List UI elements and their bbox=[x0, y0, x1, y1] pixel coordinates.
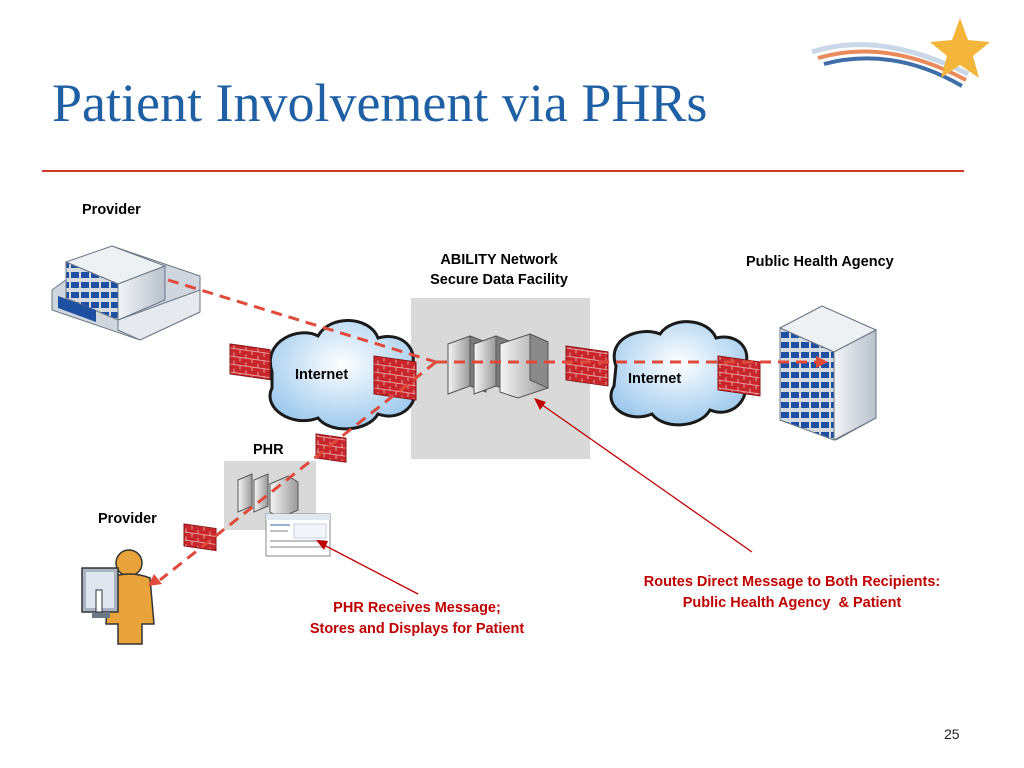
star-icon bbox=[930, 18, 990, 78]
phr-callout: PHR Receives Message; Stores and Display… bbox=[282, 598, 552, 640]
internet-label-left: Internet bbox=[295, 367, 349, 383]
phr-label: PHR bbox=[253, 442, 284, 458]
firewall-icon bbox=[229, 343, 271, 381]
message-route-path bbox=[159, 278, 816, 582]
public-health-agency-label: Public Health Agency bbox=[746, 254, 894, 270]
internet-label-right: Internet bbox=[628, 371, 682, 387]
firewall-icon bbox=[183, 523, 217, 552]
routes-callout-line2: Public Health Agency & Patient bbox=[682, 595, 902, 611]
ability-servers-icon bbox=[447, 333, 549, 399]
slide-title: Patient Involvement via PHRs bbox=[52, 73, 708, 133]
arrowhead-icon bbox=[148, 574, 162, 586]
phr-callout-line1: PHR Receives Message; bbox=[333, 600, 501, 616]
phr-display-screen-icon bbox=[265, 513, 331, 557]
callout-pointer-lines bbox=[321, 401, 753, 595]
logo-swoosh-icon bbox=[811, 18, 990, 88]
page-number: 25 bbox=[944, 726, 960, 742]
firewall-icon bbox=[717, 355, 761, 397]
pointer-arrow-icon bbox=[534, 398, 546, 410]
provider-person-at-computer-icon bbox=[81, 549, 155, 645]
phr-callout-line2: Stores and Displays for Patient bbox=[309, 621, 525, 637]
provider-label-top: Provider bbox=[82, 202, 141, 218]
title-divider bbox=[42, 170, 964, 172]
routes-callout-line1: Routes Direct Message to Both Recipients… bbox=[643, 574, 941, 590]
routes-callout: Routes Direct Message to Both Recipients… bbox=[612, 572, 972, 614]
arrowhead-icon bbox=[816, 356, 828, 368]
pointer-arrow-icon bbox=[316, 540, 328, 550]
ability-label-line2: Secure Data Facility bbox=[430, 272, 568, 288]
ability-facility-label: ABILITY Network Secure Data Facility bbox=[399, 250, 599, 290]
provider-building-icon bbox=[51, 245, 201, 341]
firewall-icon bbox=[315, 433, 347, 463]
ability-label-line1: ABILITY Network bbox=[440, 252, 558, 268]
public-health-agency-building-icon bbox=[778, 305, 878, 441]
firewall-icon bbox=[565, 345, 609, 387]
firewall-icon bbox=[373, 355, 417, 401]
provider-label-bottom: Provider bbox=[98, 511, 157, 527]
